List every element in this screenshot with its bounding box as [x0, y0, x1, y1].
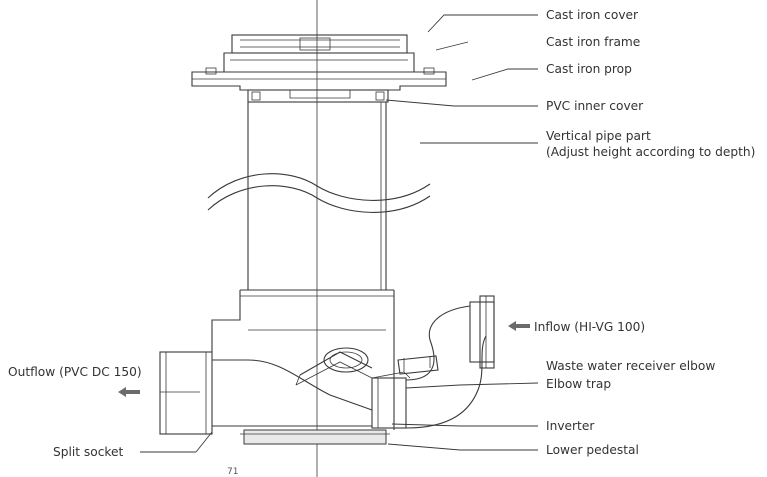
label-split-socket: Split socket	[53, 445, 124, 459]
label-inverter: Inverter	[546, 419, 595, 433]
leader-inverter	[391, 423, 538, 427]
leader-cast-iron-prop	[471, 68, 538, 81]
lower-pedestal	[240, 429, 390, 445]
cast-iron-prop	[191, 71, 447, 91]
label-vertical-pipe-line1: Vertical pipe part	[546, 129, 651, 143]
label-lower-pedestal: Lower pedestal	[546, 443, 639, 457]
label-pvc-inner-cover: PVC inner cover	[546, 99, 644, 113]
inner-opening	[323, 347, 369, 373]
cast-iron-frame	[223, 52, 415, 73]
label-vertical-pipe-line2: (Adjust height according to depth)	[546, 145, 755, 159]
pipe-break-line	[207, 185, 431, 213]
leader-lower-pedestal	[387, 443, 538, 451]
receiver-elbow	[397, 295, 495, 429]
label-inflow: Inflow (HI-VG 100)	[534, 320, 645, 334]
inverter-channel	[247, 351, 373, 427]
label-cast-iron-cover: Cast iron cover	[546, 8, 639, 22]
pvc-inner-cover	[247, 89, 389, 103]
vertical-pipe	[207, 102, 431, 290]
leader-cast-iron-frame	[435, 41, 469, 51]
inflow-arrow-icon	[508, 321, 530, 331]
cast-iron-cover-assembly	[191, 34, 447, 91]
leader-elbow-trap	[405, 382, 539, 389]
split-socket	[159, 351, 213, 435]
chamber-body	[211, 289, 395, 430]
label-outflow: Outflow (PVC DC 150)	[8, 365, 142, 379]
label-waste-water-receiver-elbow: Waste water receiver elbow	[546, 359, 715, 373]
outflow-arrow-icon	[118, 387, 140, 397]
leader-pvc-inner-cover	[385, 99, 538, 107]
label-cast-iron-prop: Cast iron prop	[546, 62, 632, 76]
elbow-trap	[371, 371, 411, 429]
label-cast-iron-frame: Cast iron frame	[546, 35, 640, 49]
leader-cast-iron-cover	[427, 14, 538, 33]
label-elbow-trap: Elbow trap	[546, 377, 611, 391]
footer-mark: 71	[227, 467, 238, 477]
outflow-socket	[159, 351, 248, 435]
